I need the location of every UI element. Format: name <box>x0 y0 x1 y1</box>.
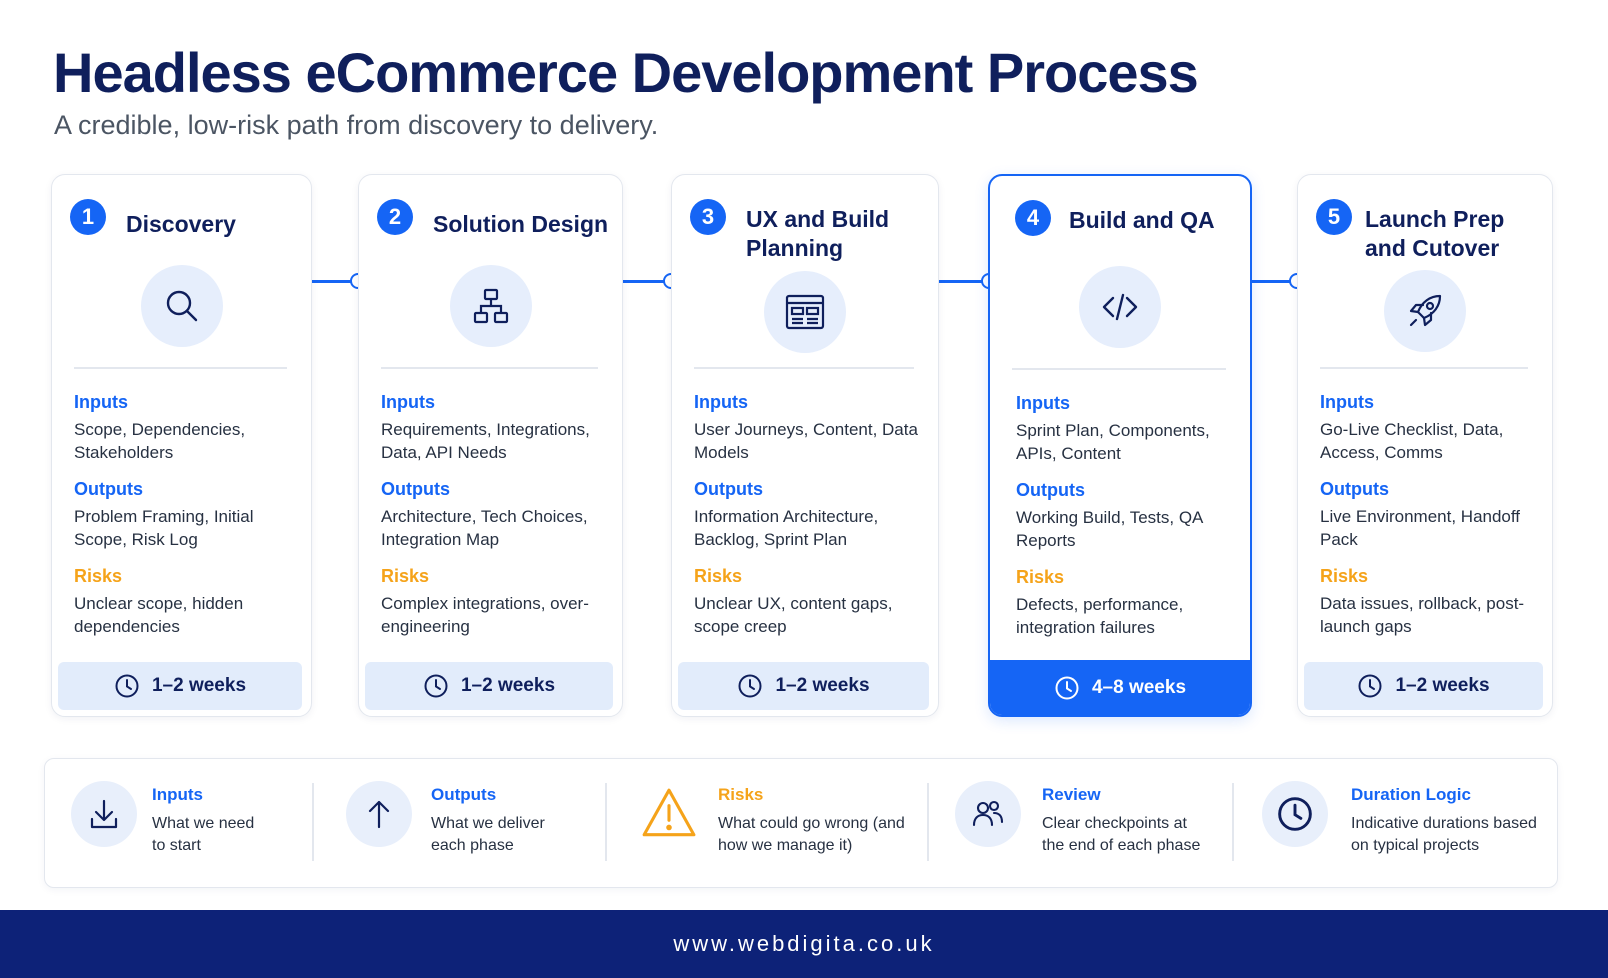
inputs-label: Inputs <box>1320 392 1374 412</box>
legend-separator <box>1232 783 1234 861</box>
phase-title: Build and QA <box>1069 207 1215 233</box>
page-subtitle: A credible, low-risk path from discovery… <box>54 110 659 140</box>
card-divider <box>694 367 914 369</box>
legend-title: Duration Logic <box>1351 785 1471 804</box>
clock-icon <box>737 673 763 699</box>
risks-text: Defects, performance, integration failur… <box>1016 595 1184 637</box>
duration-text: 1–2 weeks <box>460 675 556 696</box>
legend-panel: Inputs What we need to start Outputs Wha… <box>44 758 1558 888</box>
duration-badge: 1–2 weeks <box>58 662 302 710</box>
card-divider <box>74 367 287 369</box>
duration-text: 1–2 weeks <box>775 675 870 696</box>
page-title: Headless eCommerce Development Process <box>53 41 1199 104</box>
clock-icon <box>1262 781 1328 847</box>
inputs-label: Inputs <box>74 392 128 412</box>
inputs-label: Inputs <box>694 392 748 412</box>
outputs-text: Information Architecture, Backlog, Sprin… <box>694 507 879 549</box>
outputs-label: Outputs <box>694 479 763 499</box>
connector-line-4-5 <box>1250 280 1297 283</box>
inputs-label: Inputs <box>1016 393 1070 413</box>
inputs-text: Scope, Dependencies, Stakeholders <box>74 420 246 462</box>
duration-badge: 1–2 weeks <box>365 662 613 710</box>
people-icon <box>955 781 1021 847</box>
duration-badge: 1–2 weeks <box>1304 662 1543 710</box>
risks-label: Risks <box>74 566 123 586</box>
phase-title: Discovery <box>126 211 236 237</box>
sitemap-icon <box>449 265 532 347</box>
code-icon <box>1079 266 1161 348</box>
connector-line-3-4 <box>938 280 989 283</box>
clock-icon <box>423 673 449 699</box>
phase-number-badge: 3 <box>690 199 726 235</box>
clock-icon <box>1357 673 1383 699</box>
inputs-label: Inputs <box>381 392 435 412</box>
outputs-text: Live Environment, Handoff Pack <box>1320 507 1521 549</box>
risks-text: Complex integrations, over-engineering <box>381 594 589 636</box>
connector-line-2-3 <box>623 280 671 283</box>
inputs-text: Go-Live Checklist, Data, Access, Comms <box>1320 420 1504 462</box>
phase-number-badge: 5 <box>1316 199 1352 235</box>
legend-desc: Clear checkpoints at the end of each pha… <box>1042 815 1201 854</box>
risks-label: Risks <box>381 566 430 586</box>
phase-number-badge: 1 <box>70 199 106 235</box>
card-divider <box>1012 368 1226 370</box>
legend-desc: What we deliver each phase <box>431 815 545 854</box>
phase-title: Solution Design <box>433 211 609 237</box>
risks-label: Risks <box>1016 567 1065 587</box>
outputs-text: Architecture, Tech Choices, Integration … <box>381 507 588 549</box>
duration-text: 4–8 weeks <box>1091 677 1187 698</box>
duration-badge: 1–2 weeks <box>678 662 929 710</box>
duration-badge: 4–8 weeks <box>990 660 1250 715</box>
card-divider <box>381 367 598 369</box>
risks-label: Risks <box>1320 566 1369 586</box>
risks-text: Unclear scope, hidden dependencies <box>74 594 244 636</box>
outputs-label: Outputs <box>1016 480 1085 500</box>
legend-separator <box>312 783 314 861</box>
download-icon <box>71 781 137 847</box>
inputs-text: Sprint Plan, Components, APIs, Content <box>1016 421 1210 463</box>
legend-title: Risks <box>718 785 764 804</box>
outputs-label: Outputs <box>381 479 450 499</box>
rocket-icon <box>1384 270 1466 352</box>
outputs-label: Outputs <box>74 479 143 499</box>
legend-separator <box>927 783 929 861</box>
inputs-text: User Journeys, Content, Data Models <box>694 420 918 462</box>
phase-number-badge: 2 <box>377 199 413 235</box>
risks-text: Data issues, rollback, post-launch gaps <box>1320 594 1525 636</box>
risks-text: Unclear UX, content gaps, scope creep <box>694 594 893 636</box>
outputs-label: Outputs <box>1320 479 1389 499</box>
duration-text: 1–2 weeks <box>1395 675 1490 696</box>
legend-separator <box>605 783 607 861</box>
risks-label: Risks <box>694 566 743 586</box>
clock-icon <box>1054 675 1080 701</box>
legend-title: Outputs <box>431 785 497 804</box>
search-icon <box>140 265 223 347</box>
legend-desc: Indicative durations based on typical pr… <box>1351 815 1537 854</box>
footer-url[interactable]: www.webdigita.co.uk <box>673 931 935 956</box>
inputs-text: Requirements, Integrations, Data, API Ne… <box>381 420 590 462</box>
phase-number-badge: 4 <box>1015 200 1051 236</box>
legend-title: Inputs <box>152 785 203 804</box>
legend-title: Review <box>1042 785 1101 804</box>
duration-text: 1–2 weeks <box>151 675 247 696</box>
connector-line-1-2 <box>311 280 358 283</box>
clock-icon <box>114 673 140 699</box>
outputs-text: Problem Framing, Initial Scope, Risk Log <box>74 507 254 549</box>
card-divider <box>1320 367 1528 369</box>
arrow-up-icon <box>346 781 412 847</box>
phase-title: Launch Prep and Cutover <box>1365 206 1505 261</box>
outputs-text: Working Build, Tests, QA Reports <box>1016 508 1203 550</box>
warning-icon <box>636 781 702 847</box>
legend-desc: What we need to start <box>152 815 255 854</box>
footer-bar: www.webdigita.co.uk <box>0 910 1608 978</box>
wireframe-icon <box>764 271 846 353</box>
phase-title: UX and Build Planning <box>746 206 890 261</box>
legend-desc: What could go wrong (and how we manage i… <box>718 815 905 854</box>
